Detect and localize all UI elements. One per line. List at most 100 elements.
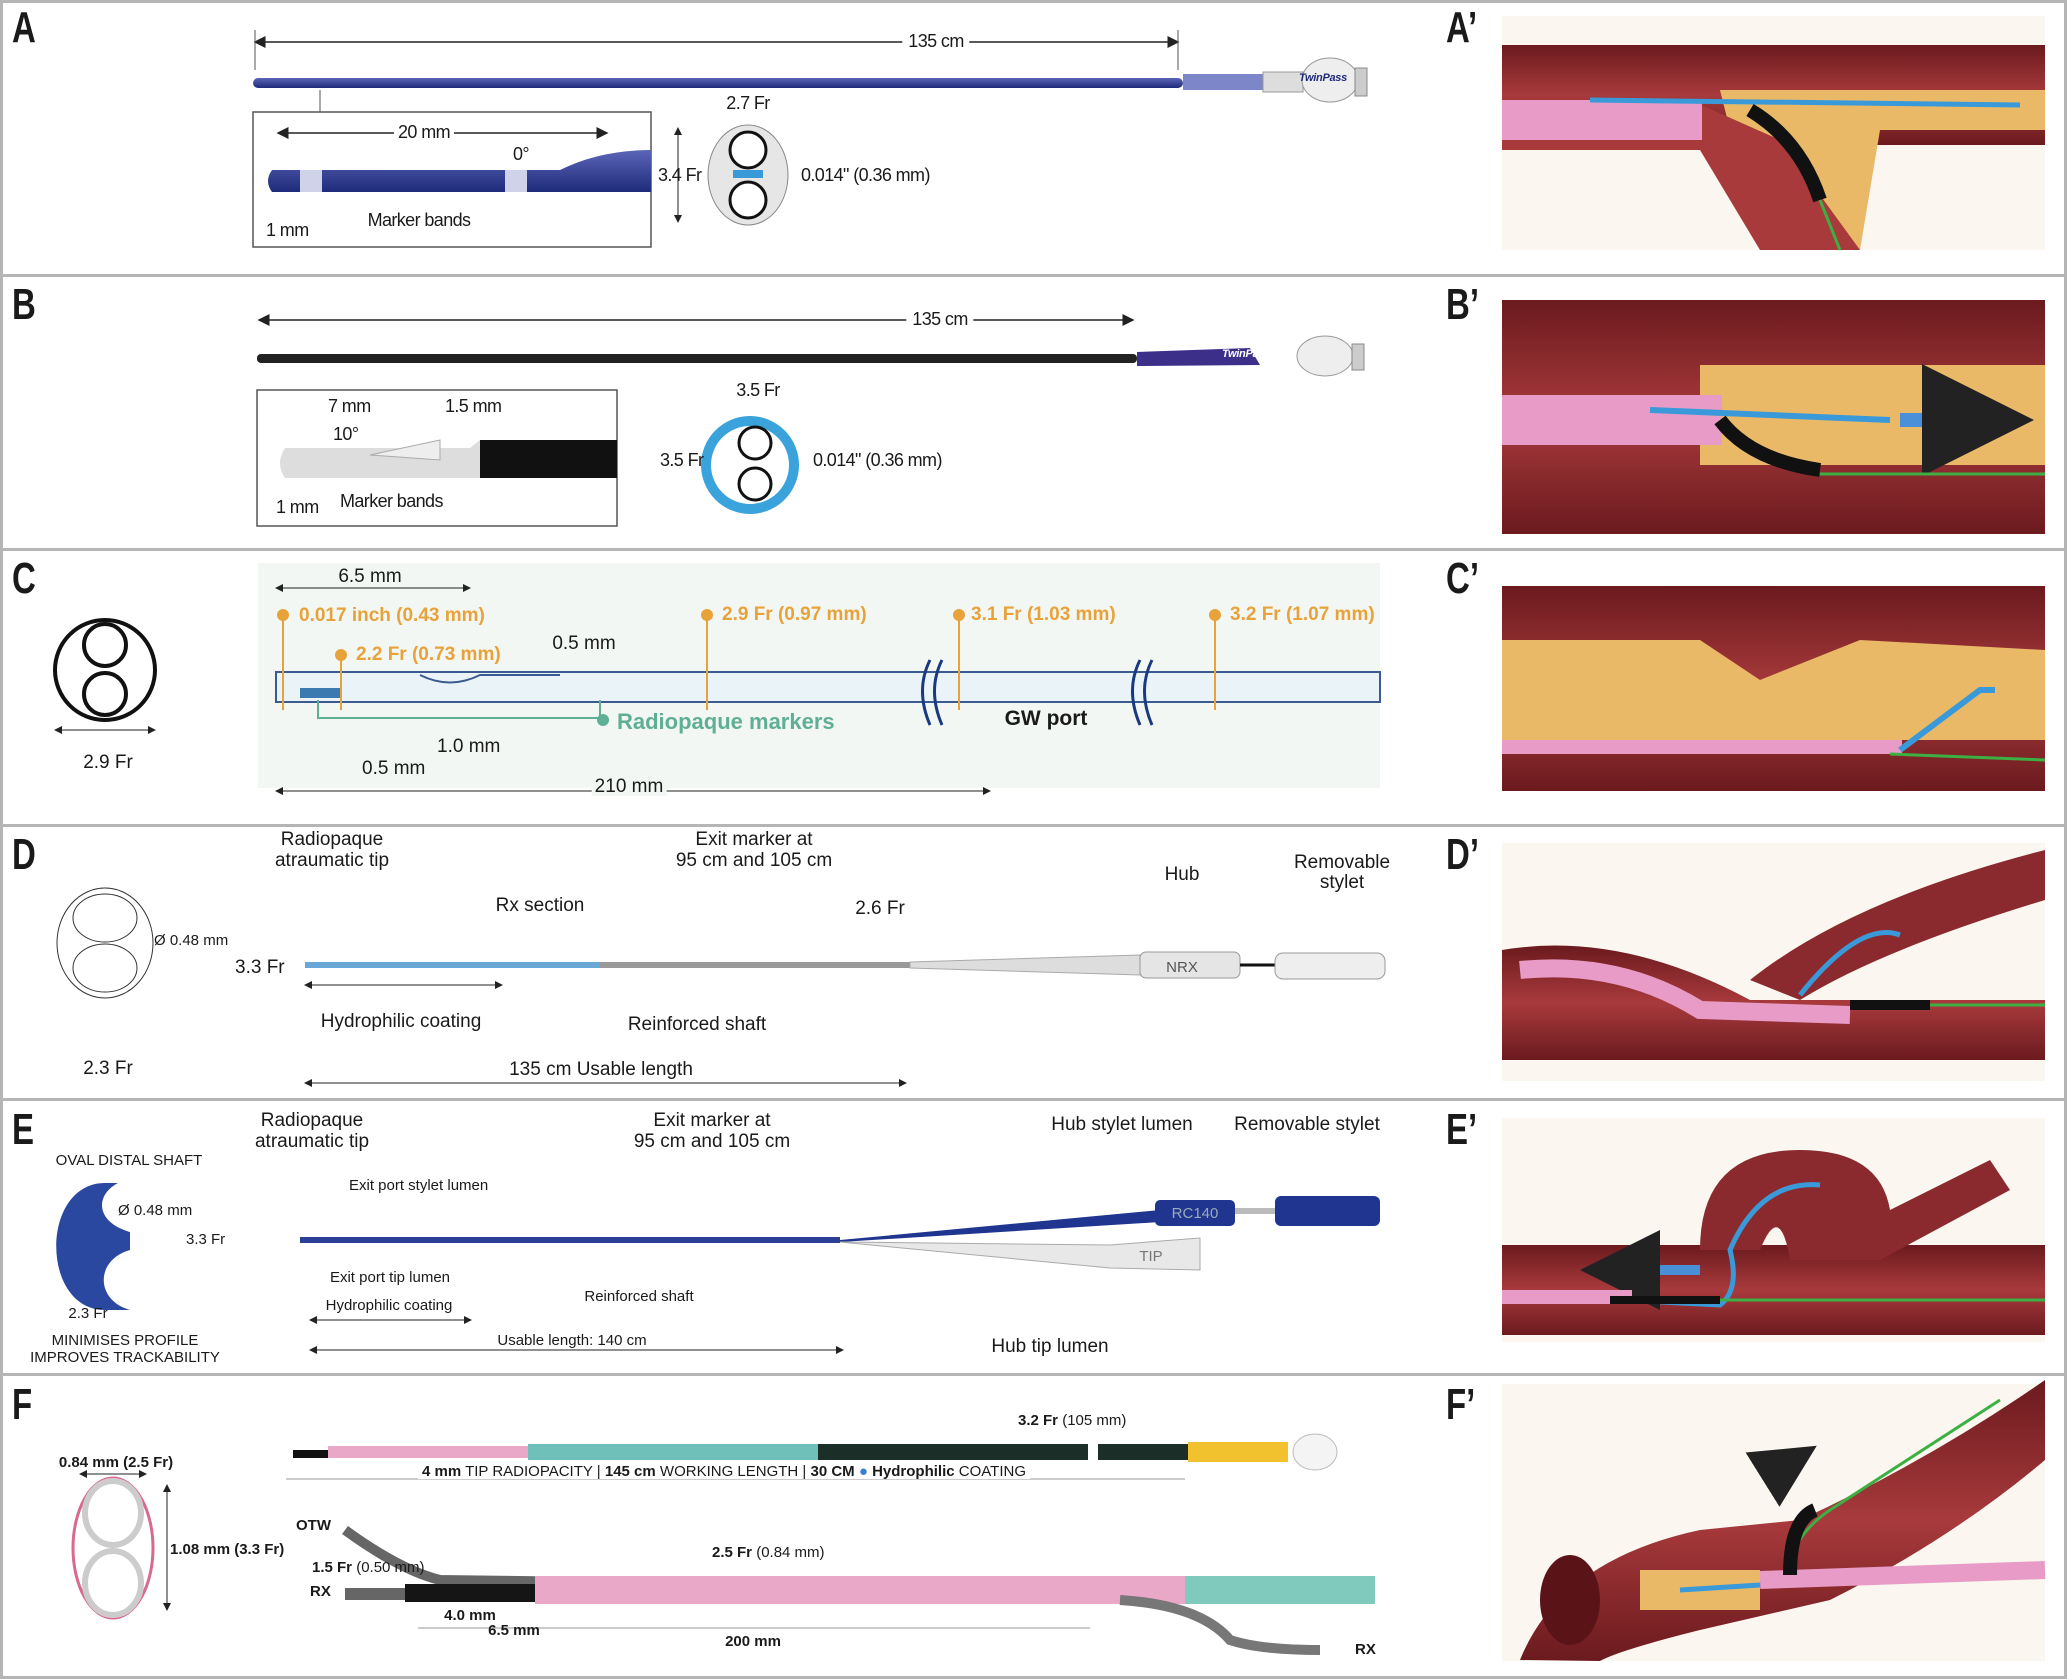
length-label: 135 cm bbox=[902, 32, 970, 50]
angle-label: 0° bbox=[513, 144, 530, 164]
height-label: 3.3 Fr bbox=[186, 1231, 226, 1248]
divider bbox=[0, 0, 2067, 3]
hub-brand: NRX bbox=[1166, 959, 1198, 976]
exit-marker-label: 95 cm and 105 cm bbox=[633, 1131, 791, 1152]
lumen-label: 0.014" (0.36 mm) bbox=[801, 165, 930, 185]
hub-stylet-label: Hub stylet lumen bbox=[1051, 1114, 1193, 1135]
spec-text: COATING bbox=[954, 1463, 1026, 1480]
outer-width-label: 3.5 Fr bbox=[736, 380, 780, 400]
divider bbox=[0, 1098, 2067, 1101]
panel-label-d-prime: D’ bbox=[1446, 830, 1479, 879]
illustration-d-prime bbox=[1502, 843, 2045, 1081]
spec-text: WORKING LENGTH | bbox=[655, 1463, 811, 1480]
tip-length-label: 6.5 mm bbox=[338, 566, 402, 587]
outer-width-label: 2.7 Fr bbox=[726, 93, 770, 113]
spec-tip: 4 mm bbox=[422, 1463, 462, 1480]
illustration-b-prime bbox=[1502, 300, 2045, 534]
hub-brand: RC140 bbox=[1171, 1205, 1219, 1222]
length-label: 200 mm bbox=[721, 1634, 785, 1649]
width-label: 0.84 mm (2.5 Fr) bbox=[58, 1454, 174, 1471]
tip-port-label: Exit port tip lumen bbox=[329, 1269, 451, 1286]
tip-label: Radiopaque bbox=[280, 829, 384, 850]
tip-length-label: 20 mm bbox=[393, 123, 455, 141]
exit-marker-label: Exit marker at bbox=[695, 829, 813, 850]
catheter-d bbox=[56, 887, 1386, 1087]
diameter-label: 3.1 Fr (1.03 mm) bbox=[971, 604, 1116, 625]
tip-offset-label: 1 mm bbox=[276, 497, 319, 517]
rx-label: RX bbox=[310, 1583, 331, 1600]
coating-label: Hydrophilic coating bbox=[320, 1011, 482, 1032]
tip-label: atraumatic tip bbox=[274, 850, 390, 871]
panel-label-a-prime: A’ bbox=[1446, 3, 1478, 52]
bullet: ● bbox=[854, 1463, 873, 1480]
catheter-e bbox=[56, 1183, 1380, 1354]
tip-label: Radiopaque bbox=[260, 1110, 364, 1131]
tip-length-label: 7 mm bbox=[328, 396, 371, 416]
benefit-label: IMPROVES TRACKABILITY bbox=[30, 1349, 220, 1366]
marker-bands-label: Marker bands bbox=[367, 210, 471, 230]
length-label: 135 cm bbox=[906, 310, 974, 328]
height-label: 1.08 mm (3.3 Fr) bbox=[170, 1541, 285, 1558]
illustration-f-prime bbox=[1502, 1380, 2046, 1661]
shaft-label: Reinforced shaft bbox=[627, 1014, 767, 1035]
gap-label: 1.0 mm bbox=[437, 736, 501, 757]
divider bbox=[0, 548, 2067, 551]
usable-length-label: 135 cm Usable length bbox=[509, 1059, 693, 1080]
illustration-c-prime bbox=[1502, 586, 2046, 791]
profile-label: 2.6 Fr bbox=[855, 898, 905, 919]
marker-width-label: 0.5 mm bbox=[552, 633, 616, 654]
removable-stylet-label: Removable stylet bbox=[1234, 1114, 1380, 1135]
outer-height-label: 3.5 Fr bbox=[660, 450, 704, 470]
panel-label-a: A bbox=[12, 3, 36, 52]
hub-brand: TwinPass bbox=[1222, 348, 1270, 360]
tip-label: atraumatic tip bbox=[254, 1131, 370, 1152]
catheter-c bbox=[53, 563, 1381, 795]
width-label: 2.3 Fr bbox=[83, 1058, 133, 1079]
stylet-label: Removable bbox=[1293, 852, 1391, 873]
tip-size: 1.5 Fr bbox=[312, 1559, 353, 1576]
hub-label: Hub bbox=[1164, 864, 1200, 885]
total-length-label: 210 mm bbox=[591, 777, 667, 796]
panel-label-d: D bbox=[12, 830, 36, 879]
illustration-e-prime bbox=[1502, 1118, 2045, 1342]
stylet-port-label: Exit port stylet lumen bbox=[349, 1177, 489, 1194]
tip-mm: (0.50 mm) bbox=[352, 1559, 425, 1576]
length-label: 6.5 mm bbox=[488, 1622, 540, 1639]
panel-label-f: F bbox=[12, 1380, 33, 1429]
diameter-label: 2.9 Fr (0.97 mm) bbox=[722, 604, 867, 625]
tip-brand: TIP bbox=[1139, 1248, 1163, 1265]
catheter-a bbox=[252, 30, 1368, 248]
outer-height-label: 3.4 Fr bbox=[658, 165, 702, 185]
panel-label-c: C bbox=[12, 554, 36, 603]
tip-diameter-label: 0.017 inch (0.43 mm) bbox=[299, 605, 485, 626]
width-label: 2.3 Fr bbox=[68, 1305, 108, 1322]
mid-label: 2.5 Fr (0.84 mm) bbox=[712, 1545, 825, 1560]
panel-label-c-prime: C’ bbox=[1446, 554, 1479, 603]
illustration-a-prime bbox=[1502, 16, 2045, 251]
spec-hydrophilic: Hydrophilic bbox=[872, 1463, 955, 1480]
stylet-label: stylet bbox=[1319, 872, 1365, 893]
spec-text: TIP RADIOPACITY | bbox=[461, 1463, 605, 1480]
panel-label-e: E bbox=[12, 1105, 35, 1154]
divider bbox=[0, 274, 2067, 277]
angle-label: 10° bbox=[333, 424, 359, 444]
lumen-label: Ø 0.48 mm bbox=[154, 932, 229, 949]
lumen-label: Ø 0.48 mm bbox=[118, 1202, 193, 1219]
coating-label: Hydrophilic coating bbox=[325, 1297, 453, 1314]
diameter-label: 2.2 Fr (0.73 mm) bbox=[356, 644, 501, 665]
benefit-label: MINIMISES PROFILE bbox=[51, 1332, 199, 1349]
spec-length: 145 cm bbox=[604, 1463, 656, 1480]
marker-bands-label: Marker bands bbox=[340, 491, 443, 511]
oval-shaft-label: OVAL DISTAL SHAFT bbox=[55, 1152, 203, 1169]
radiopaque-markers-label: Radiopaque markers bbox=[617, 709, 835, 734]
divider bbox=[0, 1676, 2067, 1679]
panel-label-e-prime: E’ bbox=[1446, 1105, 1478, 1154]
hub-brand: TwinPass bbox=[1299, 72, 1347, 84]
border bbox=[2064, 0, 2067, 1679]
section-label: 2.9 Fr bbox=[83, 752, 133, 773]
mid-mm: (0.84 mm) bbox=[752, 1544, 825, 1561]
rx-label: RX bbox=[1355, 1641, 1376, 1658]
diameter-label: 3.2 Fr (1.07 mm) bbox=[1230, 604, 1375, 625]
